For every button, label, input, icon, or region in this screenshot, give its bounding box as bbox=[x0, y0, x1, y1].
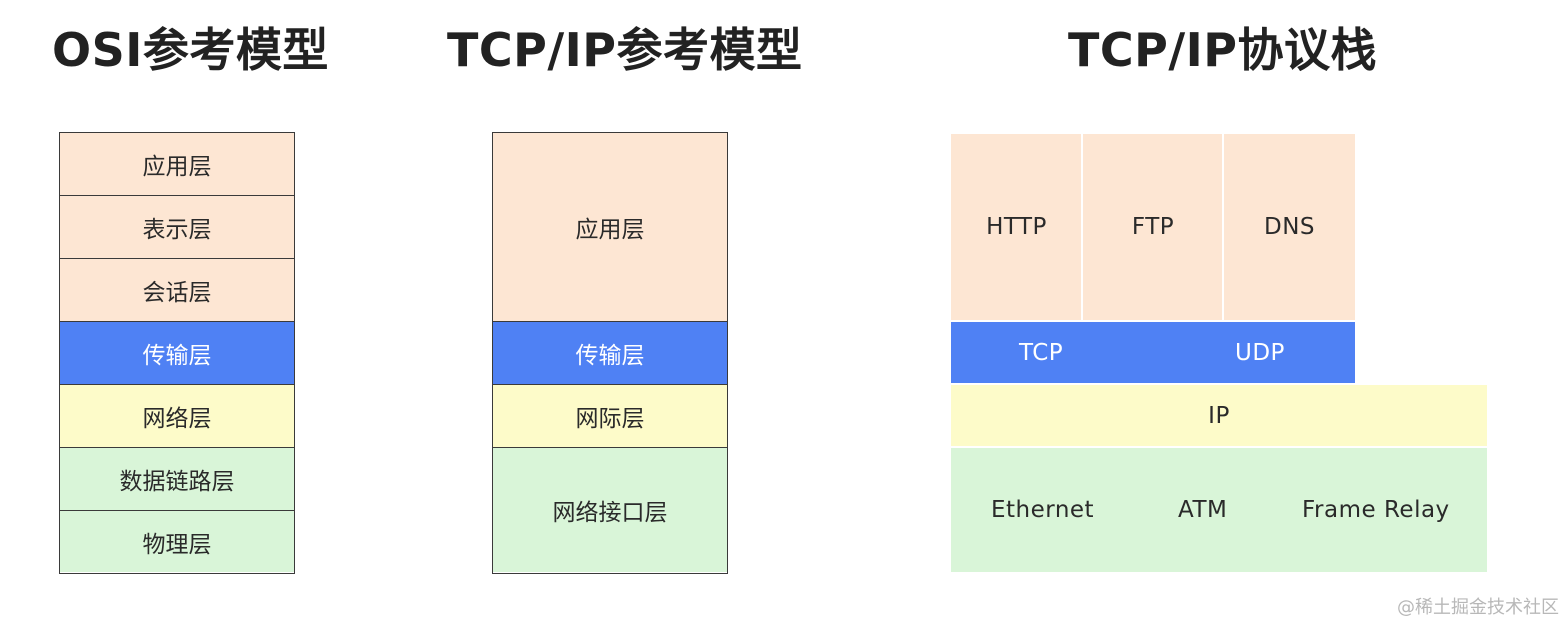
stack-divider bbox=[1081, 134, 1083, 320]
osi-layer-presentation: 表示层 bbox=[60, 196, 294, 259]
stack-divider bbox=[1222, 134, 1224, 320]
osi-model-title: OSI参考模型 bbox=[52, 23, 329, 77]
protocol-ip: IP bbox=[951, 385, 1487, 446]
transport-row: TCP UDP bbox=[951, 322, 1355, 383]
tcpip-model-title: TCP/IP参考模型 bbox=[447, 23, 803, 77]
protocol-atm: ATM bbox=[1178, 497, 1228, 523]
tcpip-layer-internet: 网际层 bbox=[493, 385, 727, 448]
osi-layer-network: 网络层 bbox=[60, 385, 294, 448]
tcpip-layer-application: 应用层 bbox=[493, 133, 727, 322]
osi-layer-transport: 传输层 bbox=[60, 322, 294, 385]
protocol-tcp: TCP bbox=[1019, 339, 1064, 366]
osi-model-column: 应用层 表示层 会话层 传输层 网络层 数据链路层 物理层 bbox=[59, 132, 295, 574]
protocol-http: HTTP bbox=[951, 134, 1082, 320]
protocol-udp: UDP bbox=[1235, 339, 1285, 366]
osi-layer-application: 应用层 bbox=[60, 133, 294, 196]
tcpip-model-column: 应用层 传输层 网际层 网络接口层 bbox=[492, 132, 728, 574]
link-row: Ethernet ATM Frame Relay bbox=[951, 448, 1487, 572]
tcpip-stack-title: TCP/IP协议栈 bbox=[1068, 23, 1377, 77]
osi-layer-datalink: 数据链路层 bbox=[60, 448, 294, 511]
osi-layer-session: 会话层 bbox=[60, 259, 294, 322]
tcpip-layer-transport: 传输层 bbox=[493, 322, 727, 385]
watermark: @稀土掘金技术社区 bbox=[1397, 597, 1559, 618]
protocol-dns: DNS bbox=[1224, 134, 1355, 320]
protocol-ethernet: Ethernet bbox=[991, 497, 1095, 523]
tcpip-layer-network-interface: 网络接口层 bbox=[493, 448, 727, 572]
protocol-frame-relay: Frame Relay bbox=[1302, 497, 1450, 523]
protocol-ftp: FTP bbox=[1083, 134, 1223, 320]
osi-layer-physical: 物理层 bbox=[60, 511, 294, 572]
